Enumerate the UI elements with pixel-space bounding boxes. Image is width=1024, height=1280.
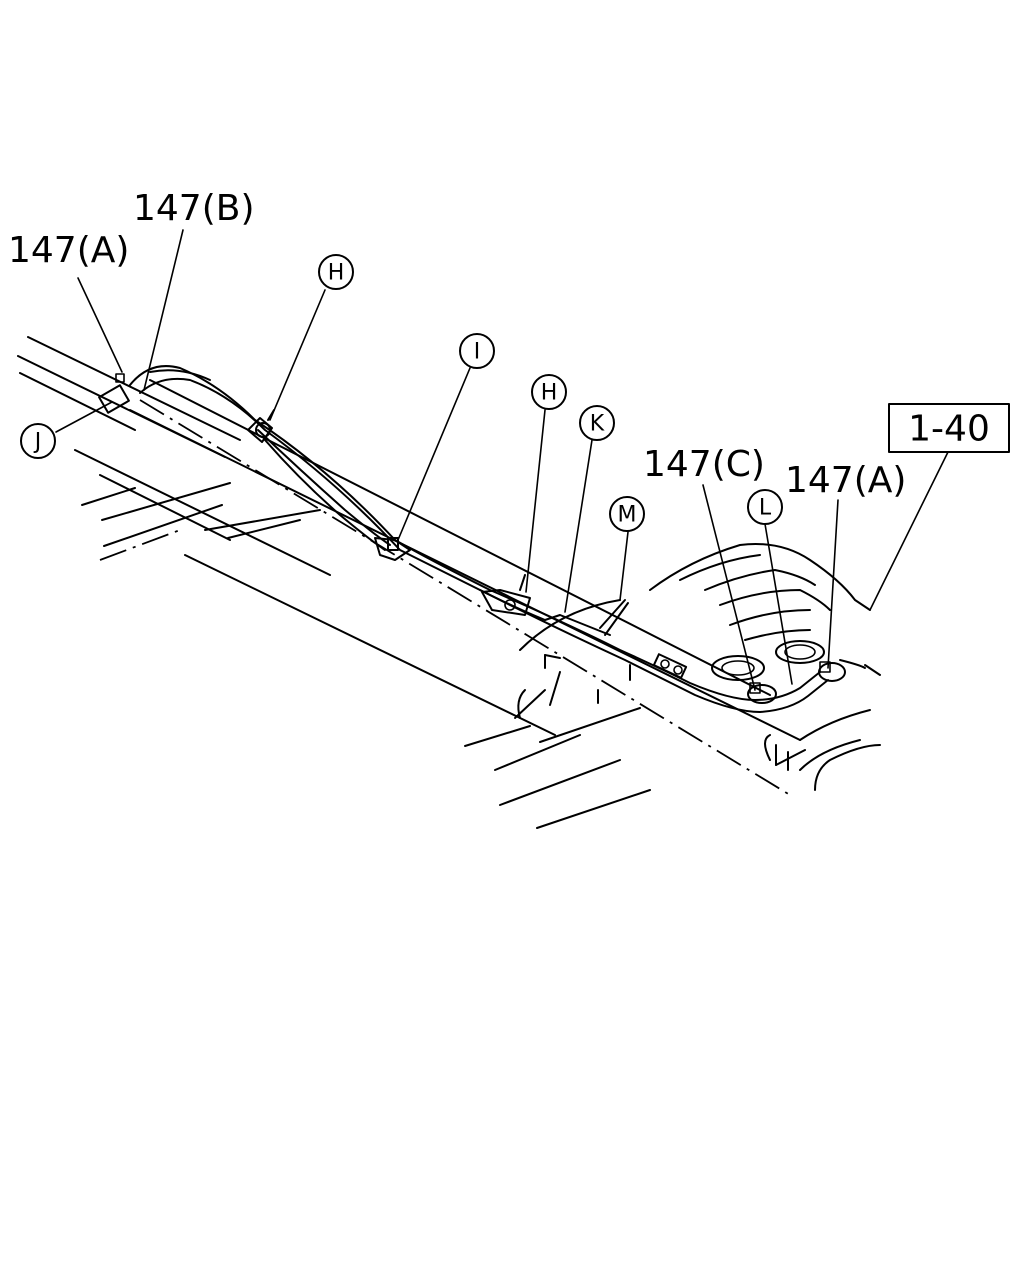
callout-i-letter: I — [474, 340, 481, 365]
cable-clips — [98, 373, 846, 704]
leader-lines — [55, 229, 949, 691]
brake-cable — [129, 365, 829, 713]
part-number-147b: 147(B) — [133, 188, 255, 229]
callout-l: L — [747, 489, 783, 525]
part-number-147c: 147(C) — [643, 444, 765, 485]
callout-h-left-letter: H — [328, 261, 345, 286]
part-number-147a-right: 147(A) — [785, 460, 906, 501]
callout-h-mid: H — [531, 374, 567, 410]
callout-h-left: H — [318, 254, 354, 290]
part-number-147a-left: 147(A) — [8, 230, 129, 271]
callout-h-mid-letter: H — [541, 381, 558, 406]
reference-text: 1-40 — [908, 409, 990, 450]
callout-k: K — [579, 405, 615, 441]
reference-box: 1-40 — [888, 403, 1010, 453]
callout-j: J — [20, 423, 56, 459]
callout-i: I — [459, 333, 495, 369]
callout-m: M — [609, 496, 645, 532]
callout-k-letter: K — [590, 412, 605, 437]
frame-lines — [17, 336, 881, 829]
callout-j-letter: J — [33, 430, 42, 455]
callout-m-letter: M — [618, 503, 637, 528]
callout-l-letter: L — [759, 496, 772, 521]
